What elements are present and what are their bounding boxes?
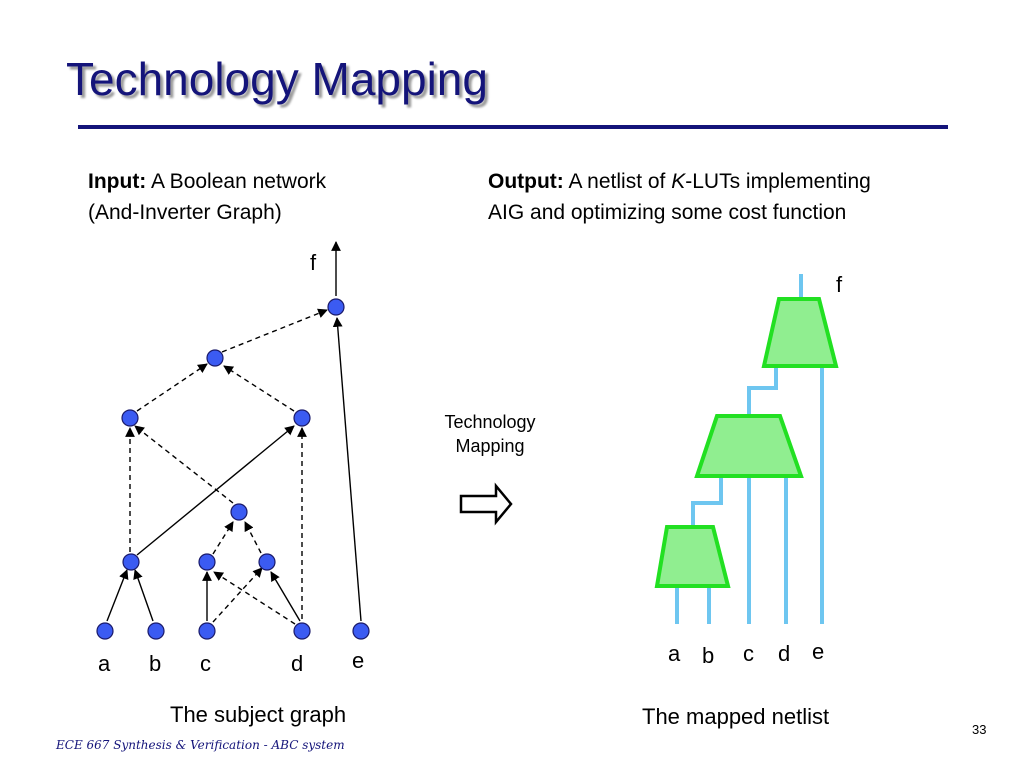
lut-bottom: [657, 527, 728, 586]
lut-top: [764, 299, 836, 366]
wire-lut1-to-lut2: [693, 476, 721, 525]
node-c-level4: [199, 554, 215, 570]
node-input-c: [199, 623, 215, 639]
edge-r3-n2: [224, 366, 294, 411]
node-input-a: [97, 623, 113, 639]
edge-c-c6: [213, 568, 262, 622]
subject-graph-nodes: [97, 299, 369, 639]
subject-output-label: f: [310, 250, 317, 275]
subject-input-label-d: d: [291, 651, 303, 676]
node-input-d: [294, 623, 310, 639]
subject-input-label-e: e: [352, 648, 364, 673]
netlist-input-label-d: d: [778, 641, 790, 666]
edge-e-root: [337, 318, 361, 621]
edge-b-l4: [135, 570, 153, 621]
subject-input-label-a: a: [98, 651, 111, 676]
node-right-level3: [294, 410, 310, 426]
hollow-arrow-icon: [461, 486, 511, 522]
node-left-level3: [122, 410, 138, 426]
edge-d-c5: [214, 572, 295, 624]
netlist-output-label: f: [836, 272, 843, 297]
node-mid-level5: [231, 504, 247, 520]
node-level2: [207, 350, 223, 366]
netlist-luts: [657, 299, 836, 586]
netlist-input-label-a: a: [668, 641, 681, 666]
subject-graph-edges: [107, 242, 361, 624]
node-input-b: [148, 623, 164, 639]
node-input-e: [353, 623, 369, 639]
netlist-input-label-e: e: [812, 639, 824, 664]
edge-d-c6: [271, 572, 300, 621]
netlist-input-label-c: c: [743, 641, 754, 666]
edge-l3-n2: [137, 364, 207, 411]
edge-m5-l3: [135, 426, 233, 503]
node-left-level4: [123, 554, 139, 570]
subject-input-label-c: c: [200, 651, 211, 676]
edge-c6-m5: [245, 522, 261, 553]
netlist-input-label-b: b: [702, 643, 714, 668]
wire-lut2-to-lut3: [749, 366, 776, 416]
node-root: [328, 299, 344, 315]
node-d-level4: [259, 554, 275, 570]
edge-n2-root: [222, 310, 327, 352]
lut-middle: [697, 416, 801, 476]
edge-a-l4: [107, 570, 127, 621]
subject-input-label-b: b: [149, 651, 161, 676]
edge-c5-m5: [213, 522, 233, 554]
